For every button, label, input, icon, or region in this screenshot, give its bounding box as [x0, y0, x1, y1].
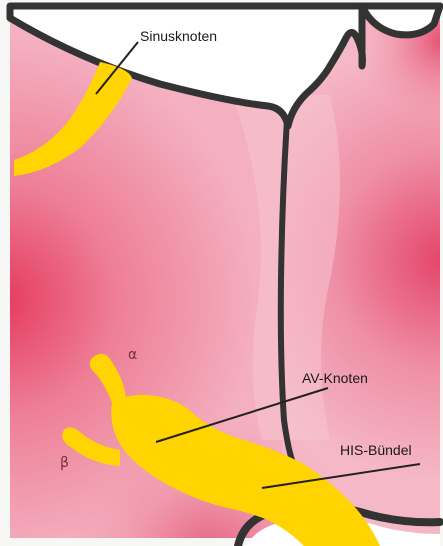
- beta-label: β: [60, 455, 69, 471]
- sinus-node-label: Sinusknoten: [140, 28, 217, 44]
- his-bundle-label: HIS-Bündel: [340, 442, 412, 458]
- av-node-label: AV-Knoten: [302, 370, 368, 386]
- alpha-label: α: [128, 347, 137, 363]
